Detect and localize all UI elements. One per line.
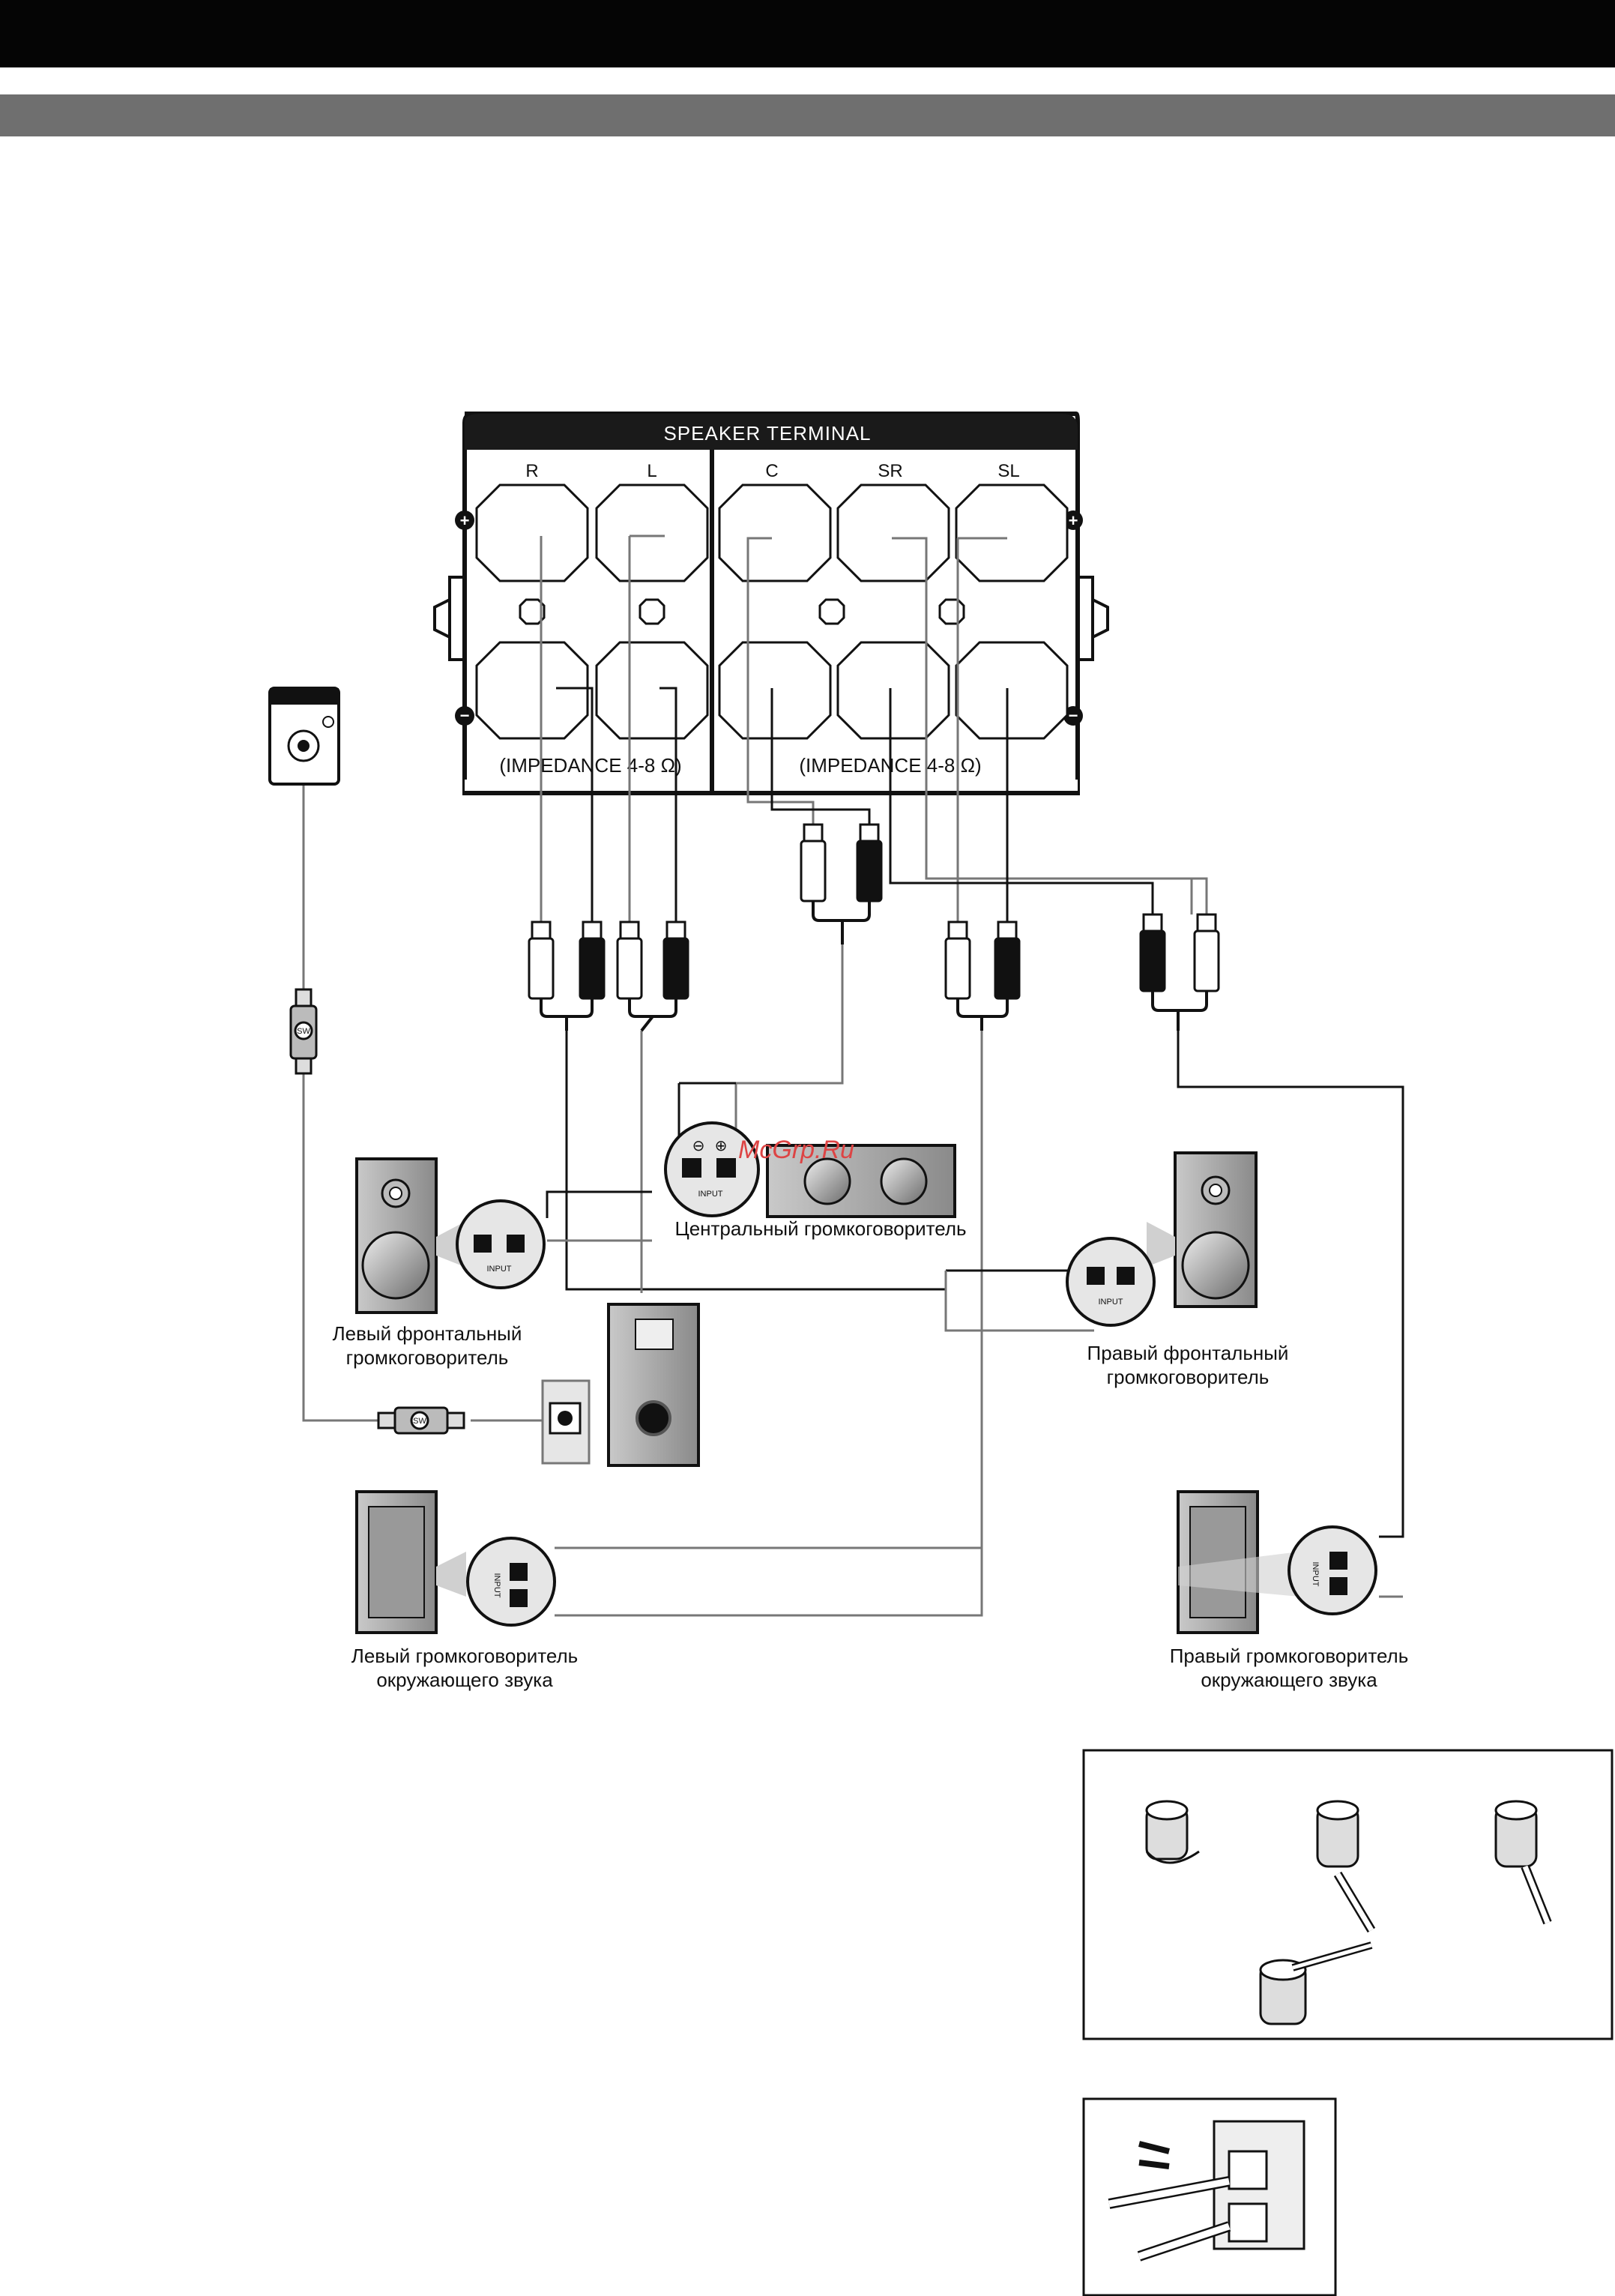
front-right-label-1: Правый фронтальный [1087, 1342, 1289, 1364]
svg-text:+: + [1069, 511, 1078, 530]
sw-rca-plug-horizontal: SW [377, 1406, 465, 1435]
svg-text:−: − [1069, 706, 1078, 725]
svg-text:+: + [460, 511, 470, 530]
front-left-label-1: Левый фронтальный [333, 1322, 522, 1345]
watermark: McGrp.Ru [738, 1136, 854, 1164]
spring-clip-illustration [1082, 2097, 1337, 2296]
surround-left-speaker: INPUT Левый громкоговоритель окружающего… [351, 1490, 578, 1691]
sl-input-label: INPUT [492, 1573, 501, 1598]
panel-title: SPEAKER TERMINAL [663, 422, 871, 445]
subwoofer-output-jack [268, 687, 340, 786]
sw-label-plug: SW [297, 1027, 310, 1036]
fr-input-label: INPUT [1099, 1298, 1123, 1307]
channel-label-c: C [765, 461, 778, 481]
center-input-minus: ⊖ [692, 1138, 705, 1154]
surround-left-label-2: окружающего звука [376, 1669, 553, 1691]
header-gray-bar [0, 94, 1615, 136]
channel-label-sl: SL [997, 461, 1019, 481]
sw-rca-plug: SW [289, 988, 318, 1075]
surround-right-label-2: окружающего звука [1201, 1669, 1377, 1691]
sw-label-plug-h: SW [413, 1417, 426, 1426]
impedance-label-left: (IMPEDANCE 4-8 Ω) [499, 754, 681, 777]
front-left-speaker: INPUT Левый фронтальный громкоговоритель [333, 1157, 546, 1369]
front-left-label-2: громкоговоритель [346, 1346, 509, 1369]
channel-label-sr: SR [878, 461, 902, 481]
center-speaker-label: Центральный громкоговоритель [674, 1217, 966, 1240]
center-speaker: ⊖ ⊕ INPUT Центральный громкоговоритель [664, 1121, 967, 1240]
svg-text:−: − [460, 706, 470, 725]
plus-symbol-left [455, 510, 474, 530]
fl-input-label: INPUT [487, 1265, 512, 1274]
surround-left-label-1: Левый громкоговоритель [351, 1645, 578, 1667]
front-right-speaker: INPUT Правый фронтальный громкоговорител… [1066, 1151, 1289, 1388]
minus-symbol-left [455, 706, 474, 726]
header-black-bar [0, 0, 1615, 67]
channel-label-l: L [647, 461, 656, 481]
subwoofer [541, 1303, 700, 1467]
plug-pairs [528, 823, 1220, 1032]
surround-right-label-1: Правый громкоговоритель [1170, 1645, 1409, 1667]
sr-input-label: INPUT [1311, 1562, 1320, 1587]
surround-right-speaker: INPUT Правый громкоговоритель окружающег… [1170, 1490, 1409, 1691]
front-right-label-2: громкоговоритель [1107, 1366, 1270, 1388]
speaker-wires [302, 534, 1404, 1617]
center-input-plus: ⊕ [715, 1138, 728, 1154]
binding-post-illustration [1082, 1749, 1614, 2040]
channel-label-r: R [525, 461, 538, 481]
center-input-label: INPUT [698, 1190, 723, 1199]
